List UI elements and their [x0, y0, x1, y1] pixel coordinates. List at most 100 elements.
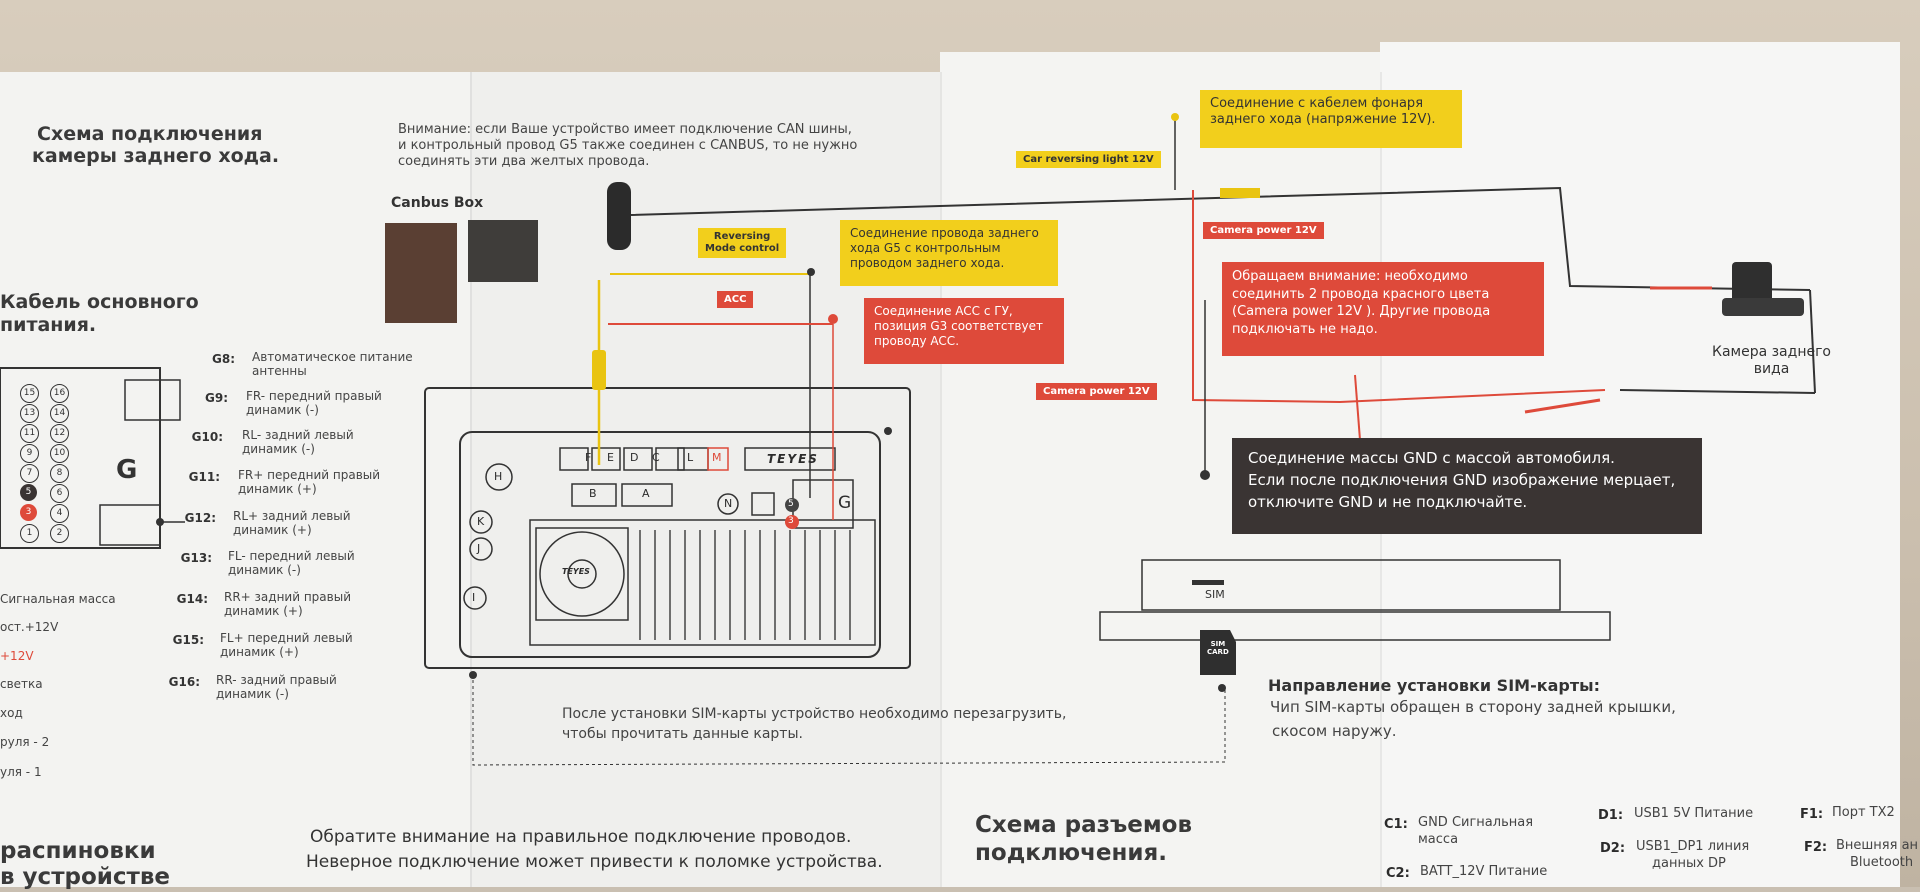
connector-desc: Внешняя ан	[1836, 838, 1919, 853]
camera-power-tag: Camera power 12V	[1203, 222, 1324, 239]
sim-direction-text: Чип SIM-карты обращен в сторону задней к…	[1270, 698, 1676, 716]
pin-number: 11	[20, 424, 39, 443]
sim-direction-text: скосом наружу.	[1272, 722, 1397, 740]
pin-3-label: 3	[788, 516, 794, 526]
connector-desc: GND Сигнальная	[1418, 815, 1534, 830]
pin-desc: RL- задний левый	[242, 428, 354, 442]
pin-number: 12	[50, 424, 69, 443]
fan-logo: TEYES	[562, 567, 590, 576]
port-label: C	[652, 451, 660, 464]
note-line: хода G5 с контрольным	[850, 241, 1001, 255]
port-label: F	[585, 451, 592, 464]
pin-code: G9:	[205, 391, 228, 405]
connector-scheme-title: Схема разъемов	[975, 812, 1193, 838]
reversing-tag-line: Mode control	[705, 243, 780, 254]
power-cable-title: Кабель основного	[0, 291, 199, 313]
connector-desc: USB1 5V Питание	[1634, 806, 1754, 821]
note-line: проводом заднего хода.	[850, 256, 1005, 270]
side-label: Сигнальная масса	[0, 592, 116, 606]
pin-desc: динамик (-)	[242, 442, 315, 456]
acc-note: Соединение ACC с ГУ, позиция G3 соответс…	[864, 298, 1064, 364]
canbus-box-label: Canbus Box	[391, 195, 484, 211]
port-label: L	[687, 451, 694, 464]
port-label: K	[477, 515, 485, 528]
note-line: заднего хода (напряжение 12V).	[1210, 112, 1436, 128]
sim-restart-note: чтобы прочитать данные карты.	[562, 726, 803, 742]
acc-tag: ACC	[717, 291, 754, 308]
pin-number: 1	[20, 524, 39, 543]
pin-desc: динамик (-)	[216, 687, 289, 701]
reversing-tag-line: Reversing	[713, 231, 771, 242]
port-label: G	[838, 493, 852, 513]
side-label: +12V	[0, 649, 34, 663]
warning-text: соединять эти два желтых провода.	[398, 154, 650, 169]
note-line: Соединение с кабелем фонаря	[1210, 96, 1424, 111]
connector-desc: данных DP	[1652, 856, 1726, 871]
pin-number: 9	[20, 444, 39, 463]
port-label: E	[607, 451, 614, 464]
fold-line	[470, 72, 472, 887]
connector-code: D2:	[1600, 841, 1626, 856]
pin-5-label: 5	[788, 499, 794, 509]
connector-scheme-title-line2: подключения.	[975, 840, 1167, 866]
canbus-box-image-1	[385, 223, 457, 323]
connector-code: D1:	[1598, 808, 1624, 823]
pin-desc: антенны	[252, 364, 307, 378]
teyes-logo: TEYES	[767, 452, 819, 466]
note-line: позиция G3 соответствует	[874, 319, 1043, 333]
power-cable-title-line2: питания.	[0, 314, 97, 336]
pin-number-grid: 15 16 13 14 11 12 9 10 7 8 5 6 3 4 1 2	[20, 384, 90, 543]
pin-code: G14:	[176, 592, 208, 606]
port-label: M	[712, 451, 722, 464]
label-line: SIM	[1210, 640, 1226, 648]
side-label: светка	[0, 677, 43, 691]
connector-code: C1:	[1384, 817, 1408, 832]
pin-number: 4	[50, 504, 69, 523]
fold-line	[940, 72, 942, 887]
sim-card-icon-label: SIM CARD	[1207, 640, 1229, 657]
head-unit-outline	[424, 387, 911, 669]
port-label: H	[494, 470, 503, 483]
canbus-box-image-2	[468, 220, 538, 282]
connector-desc: Bluetooth	[1850, 855, 1914, 870]
connector-desc: масса	[1418, 832, 1459, 847]
connector-code: F2:	[1804, 840, 1828, 855]
pin-desc: динамик (+)	[233, 523, 312, 537]
side-label: уля - 1	[0, 765, 42, 779]
note-line: Соединение ACC с ГУ,	[874, 304, 1013, 318]
pin-desc: динамик (-)	[246, 403, 319, 417]
pin-number-highlighted: 5	[20, 484, 37, 501]
wiring-caution: Неверное подключение может привести к по…	[306, 852, 883, 872]
side-label: ход	[0, 706, 23, 720]
pin-desc: RL+ задний левый	[233, 509, 351, 523]
pin-number: 16	[50, 384, 69, 403]
sim-slot-label: SIM	[1205, 588, 1225, 601]
pin-desc: FL+ передний левый	[220, 631, 353, 645]
side-label: ост.+12V	[0, 620, 59, 634]
connector-desc: USB1_DP1 линия	[1636, 839, 1750, 854]
note-line: соединить 2 провода красного цвета	[1232, 286, 1490, 302]
port-label: A	[642, 487, 650, 500]
pin-code: G11:	[188, 470, 220, 484]
connector-desc: BATT_12V Питание	[1420, 864, 1548, 879]
pin-desc: динамик (+)	[238, 482, 317, 496]
pin-number: 10	[50, 444, 69, 463]
sim-restart-note: После установки SIM-карты устройство нео…	[562, 706, 1067, 722]
label-line: вида	[1753, 360, 1790, 377]
pin-desc: динамик (-)	[228, 563, 301, 577]
pin-desc: RR+ задний правый	[224, 590, 351, 604]
pin-number: 15	[20, 384, 39, 403]
label-line: Камера заднего	[1712, 344, 1831, 360]
pin-number: 8	[50, 464, 69, 483]
note-line: подключать не надо.	[1232, 321, 1378, 337]
camera-cable-plug	[607, 182, 631, 250]
connector-code: F1:	[1800, 807, 1824, 822]
gnd-note: Соединение массы GND с массой автомобиля…	[1232, 438, 1702, 534]
pinout-title: распиновки	[0, 838, 156, 864]
label-line: CARD	[1207, 648, 1229, 657]
pin-desc: FR+ передний правый	[238, 468, 381, 482]
pin-desc: динамик (+)	[220, 645, 299, 659]
note-line: проводу ACC.	[874, 334, 960, 348]
pin-code: G10:	[191, 430, 223, 444]
